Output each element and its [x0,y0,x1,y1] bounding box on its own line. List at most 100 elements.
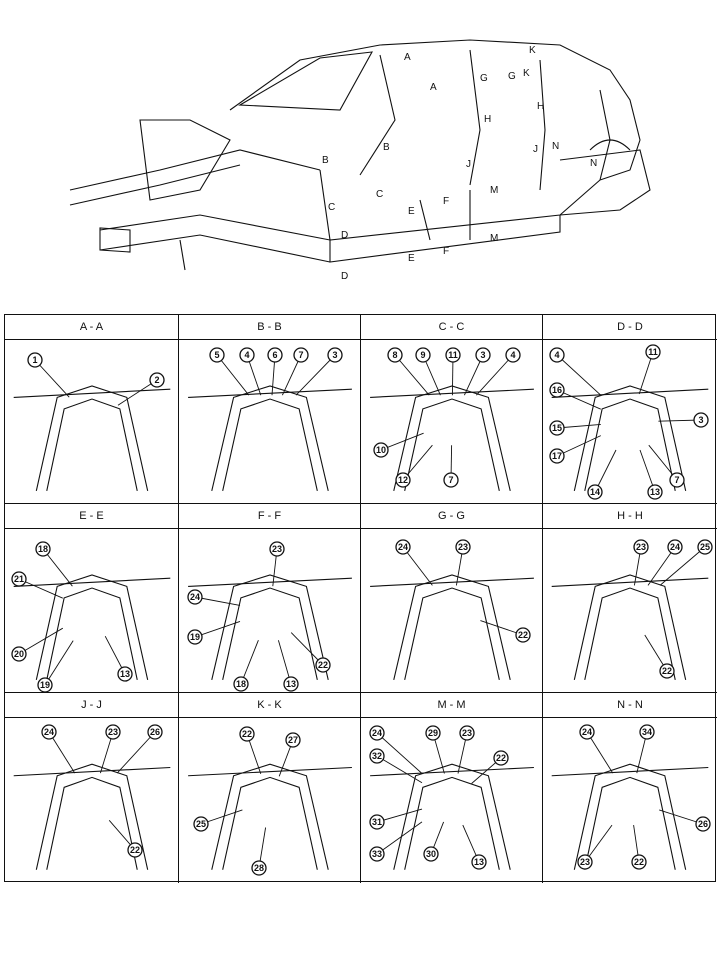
section-marker: N [552,141,559,152]
callout-number: 28 [251,860,267,876]
panel-profile [13,385,171,491]
callout-number: 17 [549,448,565,464]
callout-label: 18 [236,679,246,689]
section-markers: A A B B C C D D E E F F G G H H J J K K … [322,45,597,282]
section-cell: J - J 24 23 26 22 [5,693,179,883]
panel-profile [551,574,709,680]
callout-number: 23 [269,541,285,557]
callout-label: 7 [674,475,679,485]
callout-number: 13 [117,666,133,682]
callout-leader [376,821,423,855]
callout-label: 18 [38,544,48,554]
panel-profile [370,763,534,870]
callout-number: 25 [697,539,713,555]
callout-number: 19 [187,629,203,645]
section-marker: N [590,158,597,169]
panel-profile [13,574,171,680]
callout-number: 14 [587,484,603,500]
callout-label: 22 [518,630,528,640]
callout-label: 3 [698,415,703,425]
callout-number: 30 [423,846,439,862]
callout-number: 10 [373,442,389,458]
callout-number: 20 [11,646,27,662]
section-marker: H [484,114,491,125]
callout-number: 7 [293,347,309,363]
callout-label: 13 [650,487,660,497]
panel-profile [188,385,352,492]
callout-leader [594,449,617,493]
callout-label: 23 [458,542,468,552]
callout-number: 4 [505,347,521,363]
callout-number: 24 [41,724,57,740]
callout-number: 26 [147,724,163,740]
callout-number: 23 [577,854,593,870]
section-drawing: 24 23 26 22 [13,724,171,870]
callout-number: 23 [459,725,475,741]
section-marker: J [466,159,471,170]
callout-label: 25 [700,542,710,552]
section-marker: K [529,45,536,56]
callout-leader [42,548,73,587]
section-marker: G [508,71,516,82]
section-title: H - H [543,504,717,529]
callout-leader [647,546,676,586]
section-title: J - J [5,693,178,718]
callout-label: 34 [642,727,652,737]
callout-number: 24 [579,724,595,740]
callout-label: 17 [552,451,562,461]
section-title: B - B [179,315,360,340]
callout-number: 24 [395,539,411,555]
section-title: D - D [543,315,717,340]
section-marker: C [328,202,335,213]
callout-leader [586,731,614,774]
callout-number: 9 [415,347,431,363]
callout-label: 22 [242,729,252,739]
callout-leader [116,731,156,774]
callout-leader [34,359,70,398]
callout-label: 22 [318,660,328,670]
callout-number: 7 [443,472,459,488]
section-drawing: 22 27 25 28 [188,726,352,876]
section-marker: D [341,271,348,282]
callout-leader [476,354,514,396]
callout-number: 27 [285,732,301,748]
callout-label: 20 [14,649,24,659]
car-body-overview: A A B B C C D D E E F F G G H H J J K K … [69,39,651,282]
callout-label: 32 [372,751,382,761]
callout-label: 3 [480,350,485,360]
callout-label: 22 [130,845,140,855]
callout-leader [117,379,158,406]
callout-label: 13 [120,669,130,679]
callout-number: 11 [645,344,661,360]
callout-number: 13 [647,484,663,500]
callout-leader [48,731,76,774]
callout-label: 23 [108,727,118,737]
callout-number: 33 [369,846,385,862]
callout-leader [659,809,704,825]
callout-number: 22 [631,854,647,870]
section-title: A - A [5,315,178,340]
callout-label: 22 [634,857,644,867]
panel-profile [551,385,709,491]
callout-leader [556,354,602,396]
callout-number: 31 [369,814,385,830]
callout-label: 10 [376,445,386,455]
callout-number: 25 [193,816,209,832]
callout-label: 4 [510,350,515,360]
callout-leader [376,808,423,823]
callout-label: 15 [552,423,562,433]
callout-number: 22 [659,663,675,679]
callout-label: 8 [392,350,397,360]
callout-leader [376,755,423,784]
callout-number: 12 [395,472,411,488]
callout-number: 22 [515,627,531,643]
callout-label: 19 [190,632,200,642]
callout-number: 13 [283,676,299,692]
